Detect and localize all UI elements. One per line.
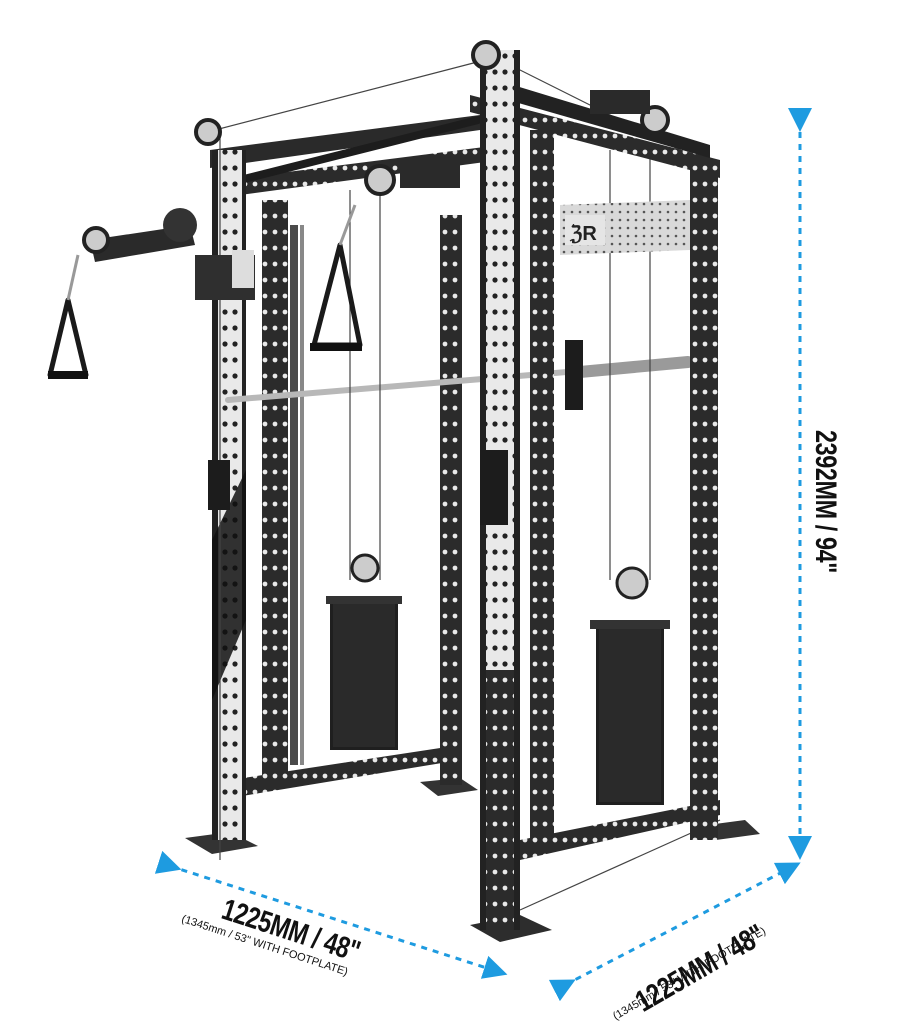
arm-pulley [82, 226, 110, 254]
top-left-pulley [194, 118, 222, 146]
j-hooks [208, 340, 583, 525]
right-back-upright [690, 160, 718, 840]
height-dimension-text: 2392MM / 94" [809, 430, 842, 573]
logo-plate: ℨR [560, 200, 690, 255]
dimension-arrows [154, 108, 812, 1002]
svg-text:ℨR: ℨR [569, 223, 597, 245]
bottom-rails [520, 800, 720, 860]
height-label: 2392MM / 94" [808, 430, 842, 613]
pull-up-bar [236, 116, 482, 184]
left-weight-stack [326, 553, 402, 750]
left-d-handle [47, 254, 89, 379]
top-frame [470, 75, 720, 178]
top-pulleys [194, 40, 670, 196]
left-stack-pulley [350, 553, 380, 583]
width-arrow [154, 850, 508, 979]
right-weight-stack [590, 566, 670, 805]
top-center-pulley [471, 40, 501, 70]
left-side-rails [290, 225, 304, 765]
back-frame [210, 115, 500, 798]
center-d-handle [310, 204, 363, 351]
right-stack-pulley [615, 566, 649, 600]
left-arm-attachment [82, 208, 255, 300]
